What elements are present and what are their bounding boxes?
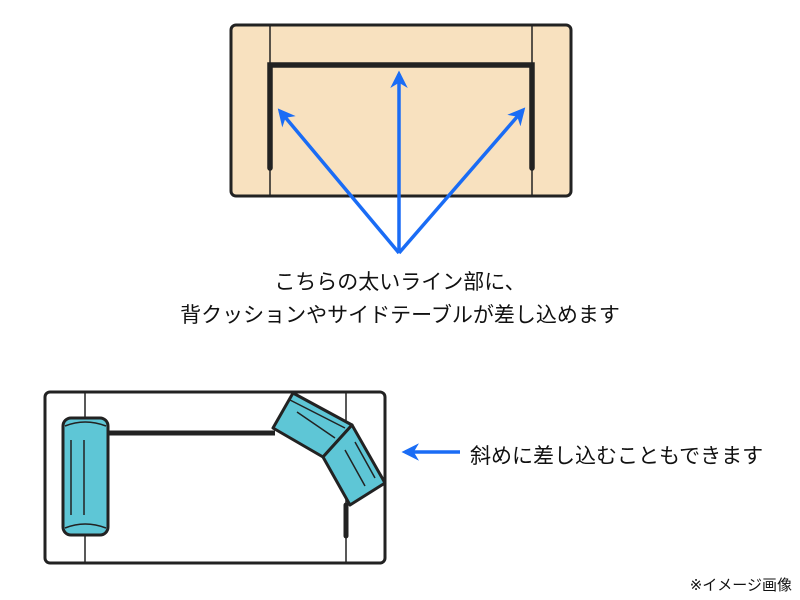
image-note: ※イメージ画像 (689, 576, 792, 594)
sofa-outline (229, 23, 573, 198)
caption-line-2: 背クッションやサイドテーブルが差し込めます (180, 303, 620, 327)
caption-line-1: こちらの太いライン部に、 (274, 270, 526, 294)
arrows-top (277, 70, 526, 255)
sofa-diagonal-view (43, 390, 387, 565)
main-caption: こちらの太いライン部に、 背クッションやサイドテーブルが差し込めます (0, 266, 800, 332)
arrow-left (277, 108, 401, 255)
bolster-cushion (61, 416, 110, 537)
sofa-top-view (229, 23, 573, 198)
insert-slot-line (267, 62, 535, 171)
diagonal-caption: 斜めに差し込むこともできます (470, 444, 764, 468)
arrow-right (397, 107, 526, 255)
angled-cushion (271, 391, 387, 507)
